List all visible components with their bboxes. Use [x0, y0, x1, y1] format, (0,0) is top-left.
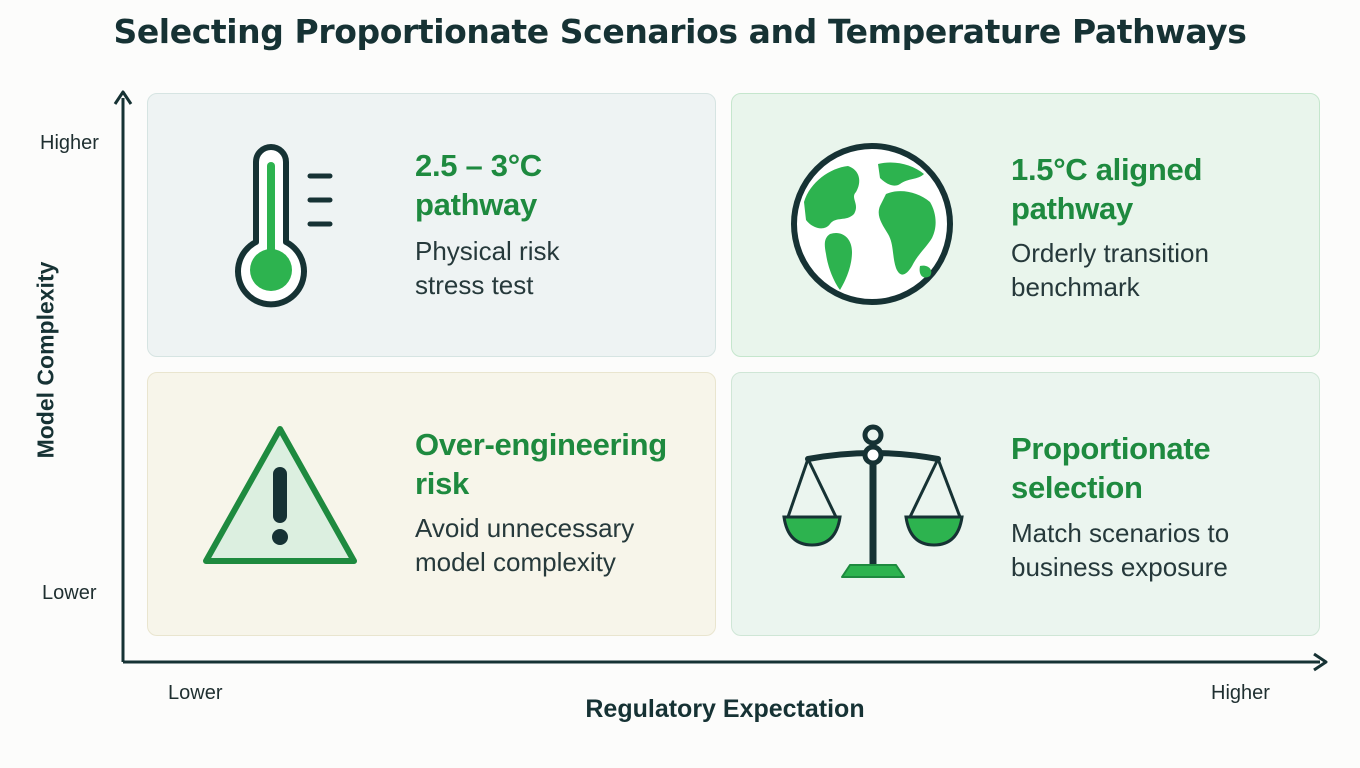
diagram-title: Selecting Proportionate Scenarios and Te… [113, 12, 1247, 51]
y-axis-arrowhead [113, 90, 133, 105]
quadrant-top-right: 1.5°C aligned pathway Orderly transition… [731, 93, 1320, 357]
y-axis-title: Model Complexity [32, 261, 59, 459]
thermometer-icon [235, 144, 333, 308]
warning-icon [203, 426, 357, 564]
scales-icon [782, 424, 964, 578]
quadrant-heading: 2.5 – 3°C pathway [415, 148, 542, 222]
quadrant-heading: Proportionate selection [1011, 431, 1211, 505]
quadrant-bottom-left: Over-engineering risk Avoid unnecessary … [147, 372, 716, 636]
quadrant-heading: Over-engineering risk [415, 427, 667, 501]
x-axis-title: Regulatory Expectation [585, 695, 865, 723]
x-tick-low: Lower [168, 682, 223, 704]
y-tick-low: Lower [42, 582, 97, 604]
quadrant-description: Orderly transition benchmark [1011, 238, 1209, 302]
y-tick-high: Higher [40, 132, 99, 154]
x-axis-arrowhead [1313, 652, 1328, 672]
quadrant-description: Physical risk stress test [415, 236, 560, 300]
quadrant-top-left: 2.5 – 3°C pathway Physical risk stress t… [147, 93, 716, 357]
globe-icon [791, 143, 953, 305]
x-tick-high: Higher [1211, 682, 1270, 704]
quadrant-description: Match scenarios to business exposure [1011, 518, 1230, 582]
quadrant-description: Avoid unnecessary model complexity [415, 513, 635, 577]
quadrant-heading: 1.5°C aligned pathway [1011, 152, 1203, 226]
quadrant-bottom-right: Proportionate selection Match scenarios … [731, 372, 1320, 636]
